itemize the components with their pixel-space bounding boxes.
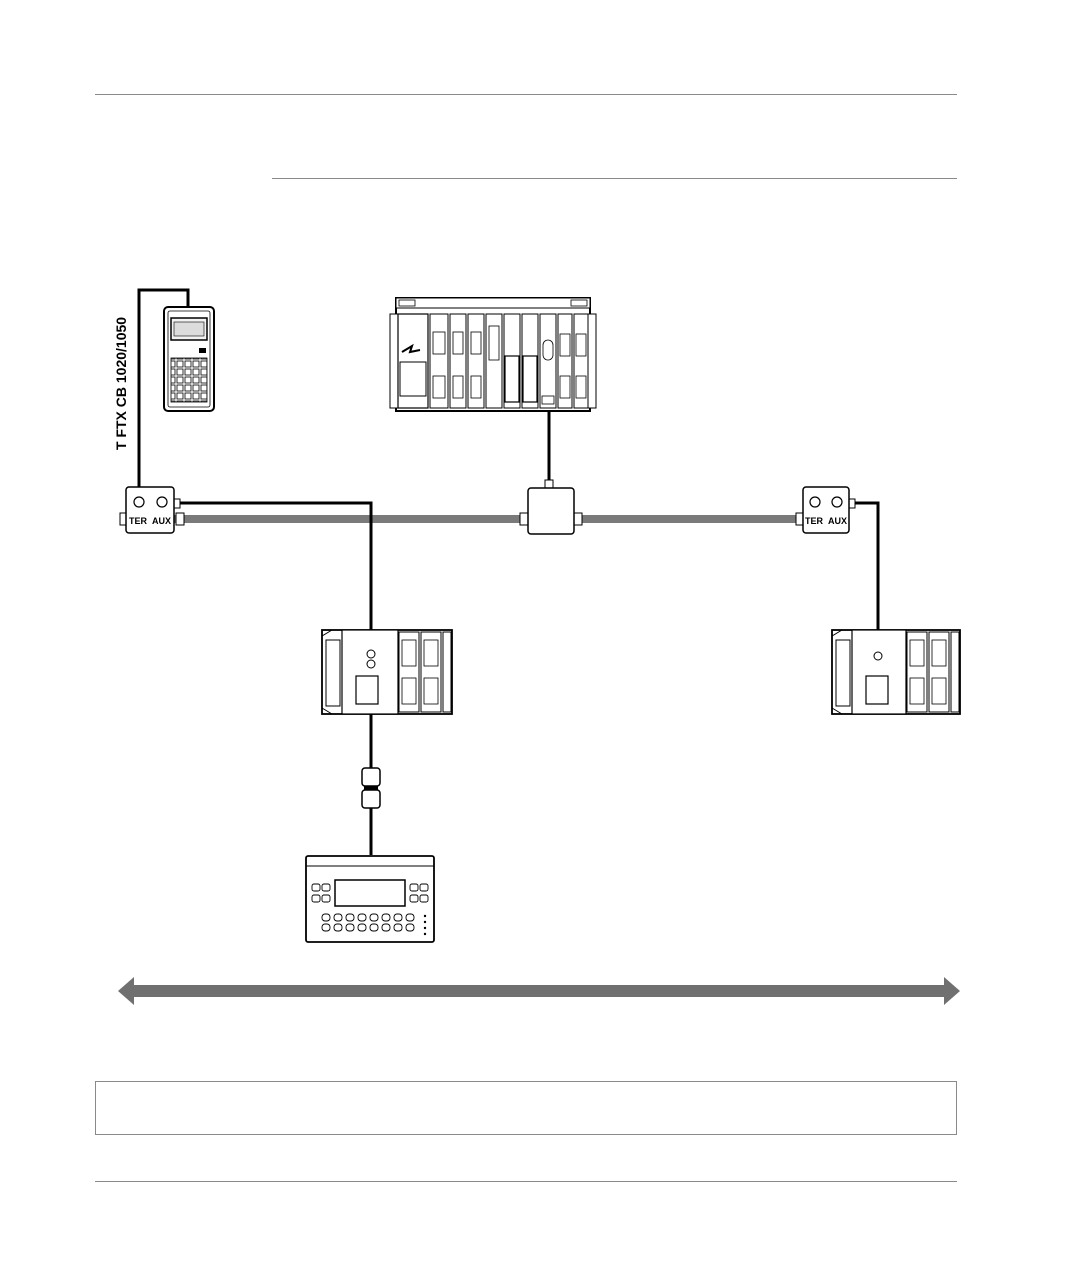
tap-right-aux-label: AUX	[828, 516, 847, 526]
hand-terminal	[163, 306, 215, 412]
operator-panel	[305, 855, 435, 943]
inline-connector	[361, 767, 381, 809]
junction-box	[527, 479, 575, 535]
network-bus	[119, 512, 820, 526]
tap-right-ter-label: TER	[805, 516, 824, 526]
section-rule	[272, 178, 957, 179]
note-box	[95, 1081, 957, 1135]
header-rule	[95, 94, 957, 95]
io-base-right	[831, 629, 961, 715]
footer-rule	[95, 1181, 957, 1182]
tap-left-ter-label: TER	[129, 516, 148, 526]
tap-box-left: TER AUX	[125, 486, 181, 534]
connection-cables	[137, 288, 880, 855]
tap-left-aux-label: AUX	[152, 516, 171, 526]
span-arrow	[118, 977, 960, 1005]
cable-label: T FTX CB 1020/1050	[113, 317, 129, 450]
plc-rack	[389, 297, 597, 412]
tap-box-right: TER AUX	[802, 486, 856, 534]
io-base-left	[321, 629, 453, 715]
